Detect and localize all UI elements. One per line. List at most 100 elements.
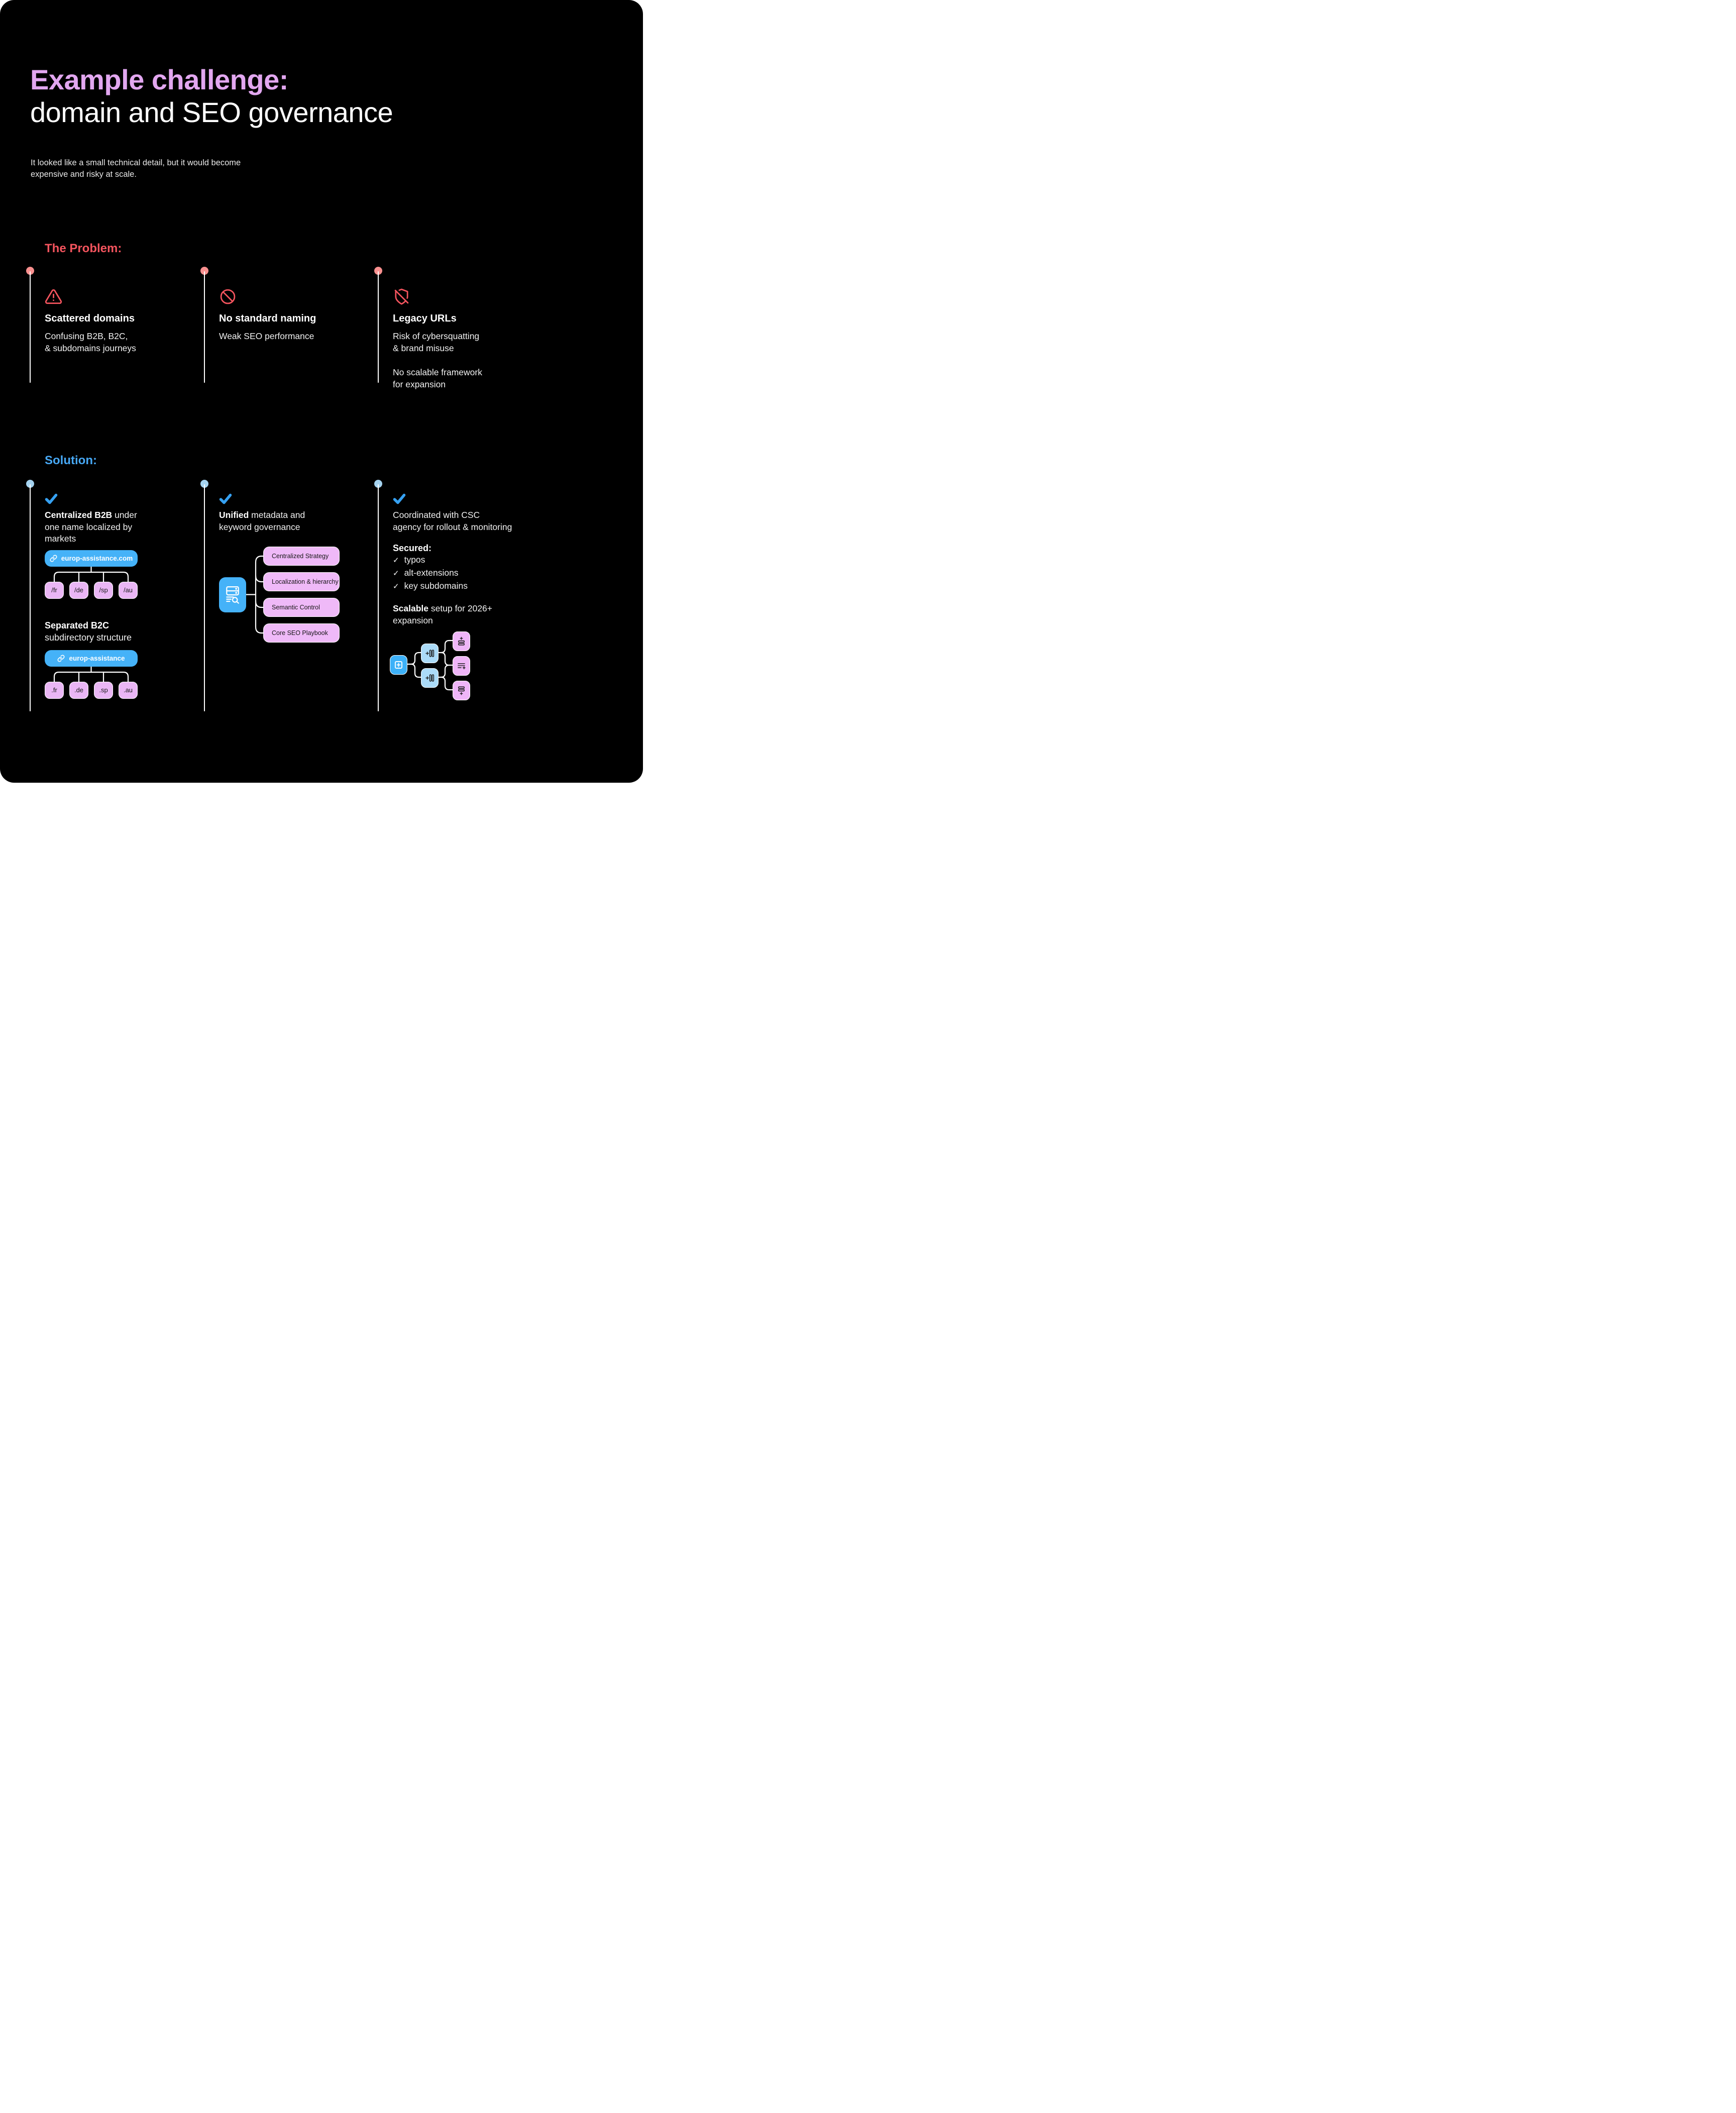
solution-lead: Unified metadata and keyword governance	[219, 509, 369, 533]
diagram-leaf-node	[453, 681, 470, 700]
mindmap-connector	[246, 555, 263, 634]
small-check-icon: ✓	[393, 556, 399, 565]
solution-column-csc-coordination: Coordinated with CSC agency for rollout …	[374, 480, 542, 711]
timeline-dot	[26, 480, 34, 488]
timeline-dot	[26, 267, 34, 275]
problem-column-no-standard-naming: No standard naming Weak SEO performance	[200, 267, 369, 383]
domain-pill-label: europ-assistance.com	[61, 554, 133, 562]
tree-box-de: .de	[69, 681, 88, 699]
tld-row: .fr .de .sp .au	[45, 681, 138, 699]
page-title-accent: Example challenge:	[30, 64, 288, 95]
problem-item-title: Scattered domains	[45, 313, 135, 324]
small-check-icon: ✓	[393, 569, 399, 578]
solution-column-centralized-b2b: Centralized B2B under one name localized…	[26, 480, 194, 711]
check-icon	[45, 493, 58, 504]
link-icon	[57, 655, 65, 662]
timeline-dot	[200, 480, 208, 488]
timeline-dot	[374, 480, 382, 488]
small-check-icon: ✓	[393, 582, 399, 591]
slide-card: Example challenge: domain and SEO govern…	[0, 0, 643, 783]
diagram-mid-node	[421, 668, 439, 688]
subdirectory-row: /fr /de /sp /au	[45, 581, 138, 599]
diagram-root-node	[390, 655, 407, 675]
timeline-line	[29, 484, 31, 711]
problem-column-legacy-urls: Legacy URLs Risk of cybersquatting & bra…	[374, 267, 542, 390]
solution-heading: Solution:	[45, 454, 97, 467]
diagram-leaf-node	[453, 631, 470, 651]
problem-item-text: Weak SEO performance	[219, 331, 314, 341]
solution-lead: Centralized B2B under one name localized…	[45, 509, 194, 545]
solution-column-content: Coordinated with CSC agency for rollout …	[390, 480, 542, 700]
solution-subheading-bold: Separated B2C	[45, 620, 110, 630]
metadata-mindmap: Centralized Strategy Localization & hier…	[219, 547, 369, 643]
alert-triangle-icon	[45, 289, 62, 304]
tree-box-sp: /sp	[94, 581, 113, 599]
expansion-diagram	[389, 631, 472, 700]
tree-box-au: .au	[119, 681, 138, 699]
timeline-line	[377, 271, 379, 383]
add-columns-icon	[425, 674, 435, 682]
solution-subheading-rest: subdirectory structure	[45, 632, 132, 643]
page-title-rest: domain and SEO governance	[30, 96, 393, 128]
timeline-line	[29, 271, 31, 383]
solution-column-content: Centralized B2B under one name localized…	[45, 480, 194, 699]
mindmap-node: Centralized Strategy	[263, 547, 340, 566]
tree-box-sp: .sp	[94, 681, 113, 699]
secured-item-label: alt-extensions	[404, 568, 459, 578]
server-search-icon	[226, 586, 239, 604]
timeline-dot	[200, 267, 208, 275]
mindmap-nodes: Centralized Strategy Localization & hier…	[263, 547, 340, 643]
solution-lead: Coordinated with CSC agency for rollout …	[393, 510, 512, 532]
scalable-text: Scalable setup for 2026+ expansion	[393, 603, 542, 626]
solution-lead-rest: metadata and keyword governance	[219, 510, 305, 532]
problem-item-text: Confusing B2B, B2C, & subdomains journey…	[45, 331, 136, 353]
problem-column-scattered-domains: Scattered domains Confusing B2B, B2C, & …	[26, 267, 194, 383]
solution-lead-bold: Centralized B2B	[45, 510, 113, 520]
ban-icon	[220, 289, 236, 304]
link-icon	[50, 555, 57, 562]
domain-pill-label: europ-assistance	[69, 654, 125, 662]
problem-heading: The Problem:	[45, 242, 122, 255]
scalable-bold: Scalable	[393, 603, 429, 613]
diagram-connectors	[405, 640, 454, 691]
page-title: Example challenge: domain and SEO govern…	[30, 63, 393, 129]
problem-item-text: No scalable framework for expansion	[393, 367, 482, 389]
metadata-hub-node	[219, 577, 246, 612]
add-row-below-icon	[458, 686, 465, 695]
problem-column-content: Scattered domains Confusing B2B, B2C, & …	[45, 267, 194, 354]
mindmap-node: Semantic Control	[263, 598, 340, 617]
solution-lead-bold: Unified	[219, 510, 249, 520]
timeline-dot	[374, 267, 382, 275]
problem-item-title: Legacy URLs	[393, 313, 457, 324]
tree-box-au: /au	[119, 581, 138, 599]
timeline-line	[377, 484, 379, 711]
diagram-mid-node	[421, 644, 439, 663]
problem-item-text: Risk of cybersquatting & brand misuse	[393, 331, 480, 353]
tree-box-fr: /fr	[45, 581, 64, 599]
secured-item: ✓ key subdomains	[393, 580, 542, 593]
scalable-rest: setup for 2026+ expansion	[393, 603, 493, 625]
secured-item-label: typos	[404, 555, 425, 565]
solution-lead-rest: under one name localized by markets	[45, 510, 137, 544]
header: Example challenge: domain and SEO govern…	[30, 63, 393, 129]
add-domain-icon	[395, 661, 402, 669]
diagram-leaf-node	[453, 656, 470, 676]
subtitle: It looked like a small technical detail,…	[31, 158, 241, 179]
shield-off-icon	[394, 288, 409, 305]
problem-column-content: No standard naming Weak SEO performance	[219, 267, 369, 342]
tree-box-de: /de	[69, 581, 88, 599]
domain-pill-b2b: europ-assistance.com	[45, 550, 138, 567]
solution-column-content: Unified metadata and keyword governance	[219, 480, 369, 643]
check-icon	[393, 493, 406, 504]
tree-connector	[53, 666, 129, 682]
solution-column-unified-metadata: Unified metadata and keyword governance	[200, 480, 369, 711]
secured-label: Secured:	[393, 543, 432, 553]
check-icon	[219, 493, 232, 504]
tree-connector	[53, 566, 129, 582]
domain-pill-b2c: europ-assistance	[45, 650, 138, 667]
add-row-above-icon	[458, 637, 465, 646]
problem-item-title: No standard naming	[219, 313, 316, 324]
secured-item: ✓ alt-extensions	[393, 567, 542, 580]
timeline-line	[203, 271, 205, 383]
add-columns-icon	[425, 650, 435, 657]
